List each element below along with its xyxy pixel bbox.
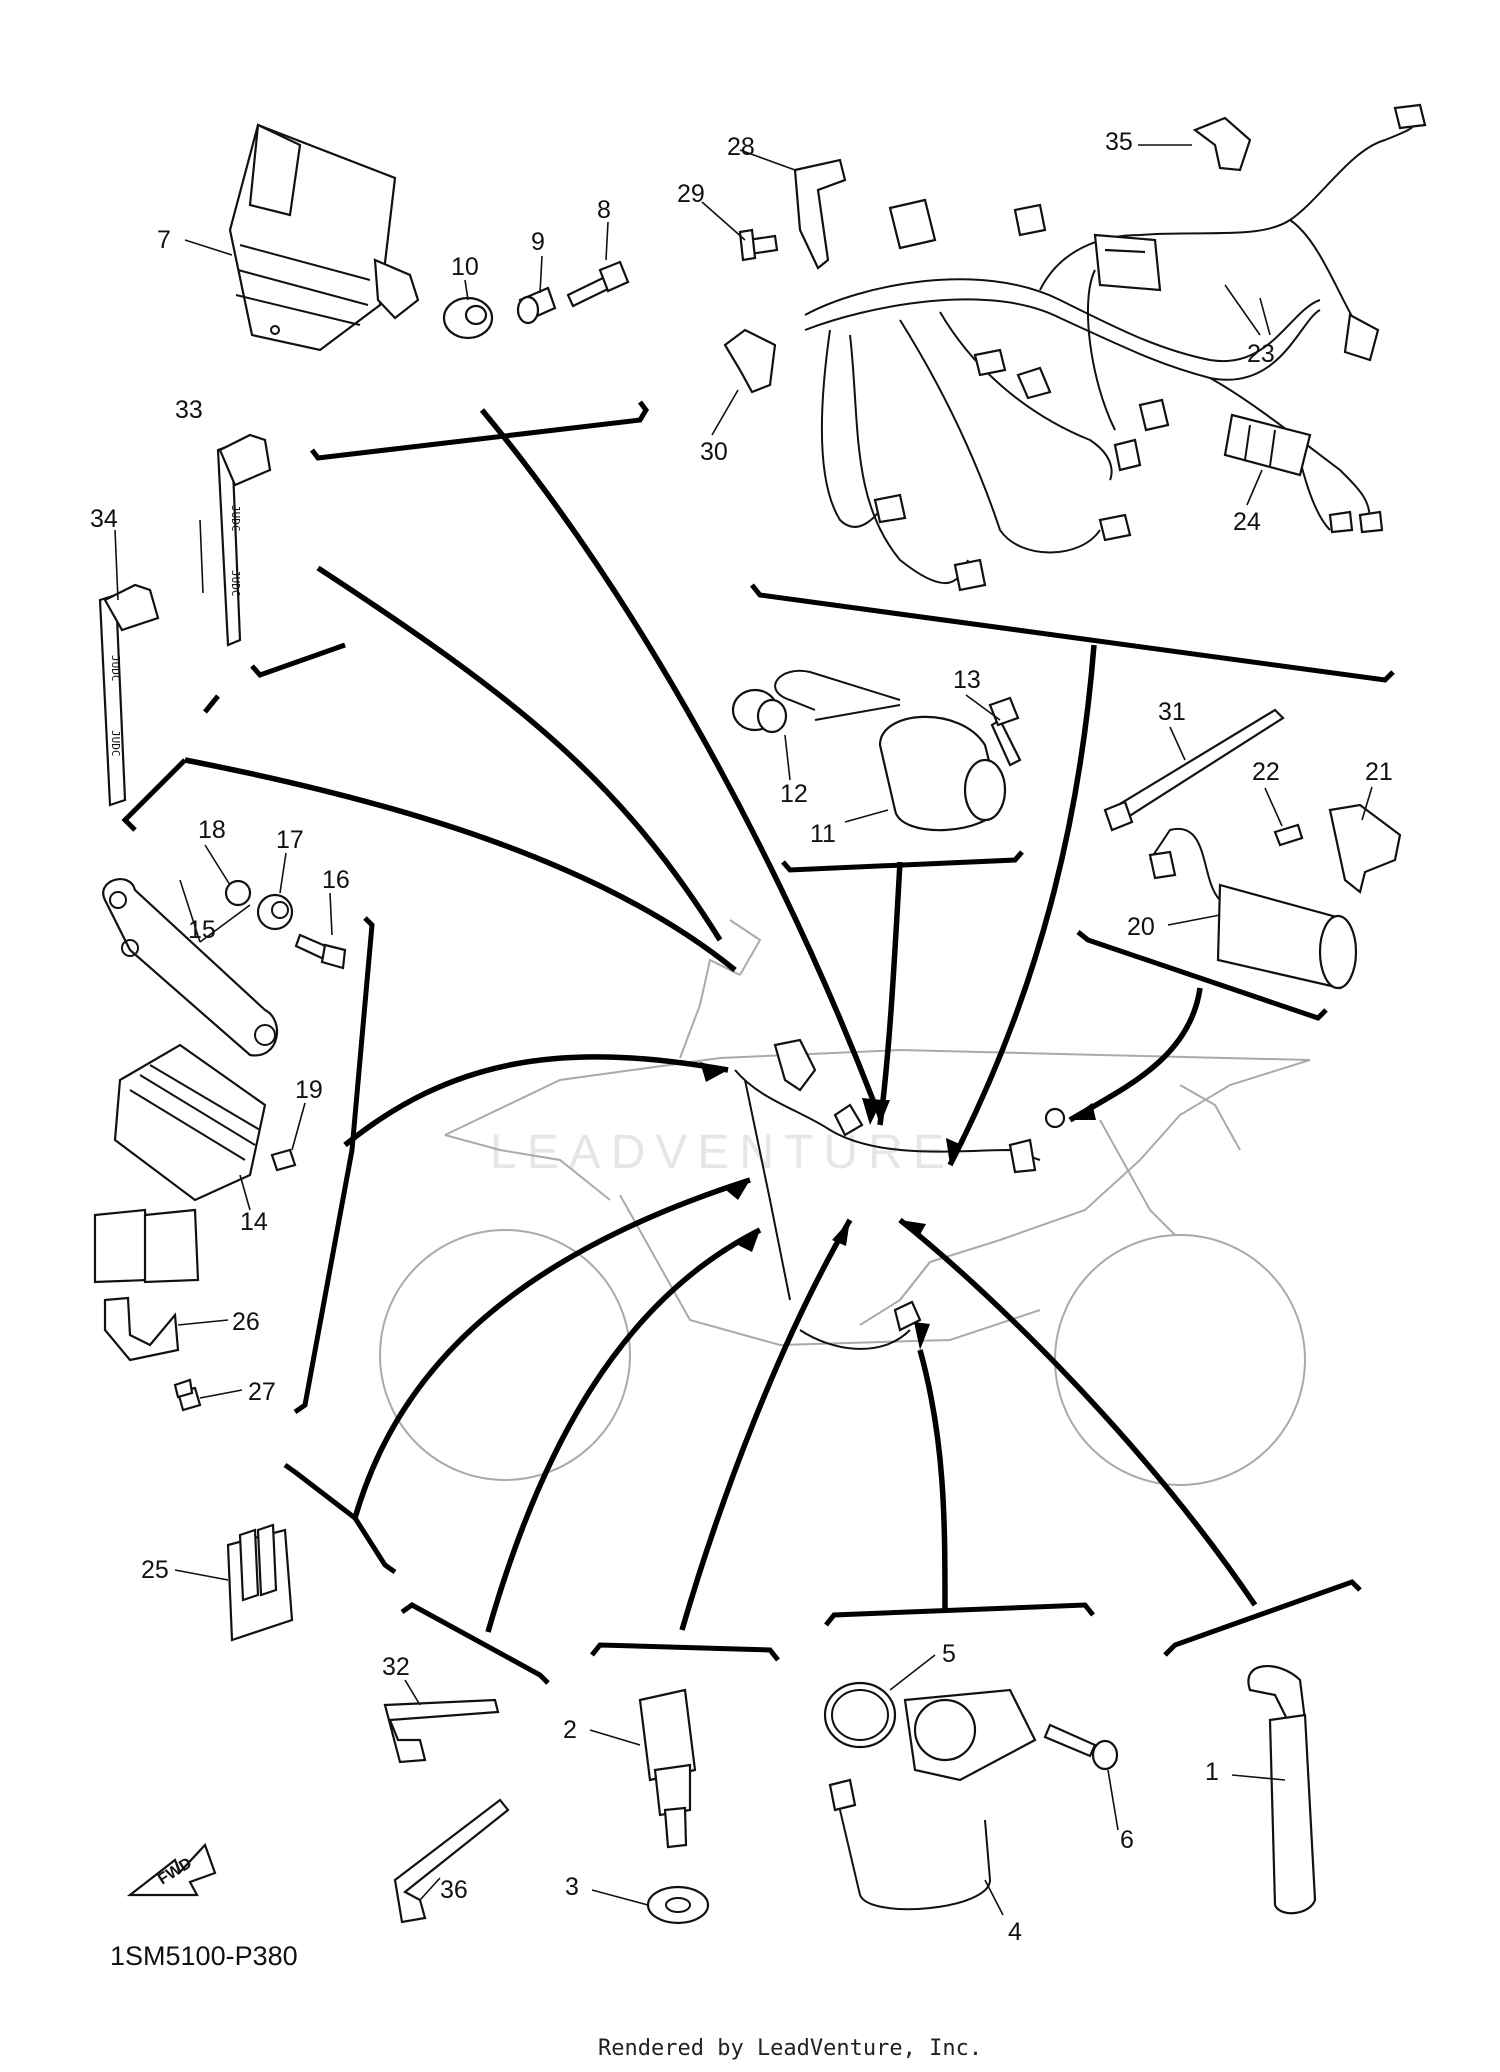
condenser-icon (1148, 827, 1358, 990)
part-number-label: 7 (157, 226, 171, 254)
part-number-label: 32 (382, 1653, 410, 1681)
part-number-label: 1 (1205, 1758, 1219, 1786)
part-number-label: 19 (295, 1076, 323, 1104)
part-number-label: 8 (597, 196, 611, 224)
harness-routing (734, 1038, 1066, 1350)
group-brackets (121, 400, 1395, 1685)
part-number-label: 3 (565, 1873, 579, 1901)
cable-tie-icon (1103, 708, 1285, 832)
part-number-label: 20 (1127, 913, 1155, 941)
washer-icon (646, 1885, 710, 1925)
cable-tie-icon (216, 433, 272, 647)
part-number-label: 17 (276, 826, 304, 854)
part-number-label: 10 (451, 253, 479, 281)
clamp-icon (1192, 116, 1252, 172)
part-number-label: 2 (563, 1716, 577, 1744)
clamp-icon (723, 328, 777, 394)
connector-icon (1223, 413, 1312, 477)
screw-icon (738, 228, 779, 262)
bolt-icon (270, 1148, 297, 1172)
part-number-label: 18 (198, 816, 226, 844)
part-number-label: 28 (727, 133, 755, 161)
temperature-sensor-icon (638, 1688, 697, 1849)
callout-leaders (184, 408, 1258, 1633)
part-number-label: 22 (1252, 758, 1280, 786)
motorcycle-outline (379, 919, 1311, 1486)
coupler-icon (226, 1523, 294, 1642)
part-number-label: 14 (240, 1208, 268, 1236)
part-number-label: 24 (1233, 508, 1261, 536)
part-number-label: 33 (175, 396, 203, 424)
o-ring-icon (823, 1681, 897, 1749)
cable-tie-icon (98, 583, 160, 807)
tie-marking: JUDC (109, 655, 122, 682)
part-number-label: 13 (953, 666, 981, 694)
wire-harness-icon (804, 103, 1427, 592)
part-number-label: 23 (1247, 340, 1275, 368)
plate-icon (103, 1296, 180, 1362)
label-leaders (114, 144, 1373, 1916)
watermark: LEADVENTURE (490, 1126, 955, 1179)
screw-icon (1273, 823, 1304, 847)
bolt-icon (566, 260, 630, 308)
part-number-label: 12 (780, 780, 808, 808)
grommet-icon (442, 296, 494, 340)
bolt-icon (1043, 1723, 1119, 1771)
collar-icon (516, 286, 557, 325)
part-number-label: 34 (90, 505, 118, 533)
part-number-label: 25 (141, 1556, 169, 1584)
ignition-coil-icon (774, 669, 1007, 832)
bracket-icon (793, 158, 847, 270)
part-number-label: 29 (677, 180, 705, 208)
grommet-icon (256, 893, 294, 931)
tie-marking: JUDC (109, 730, 122, 757)
diagram-code: 1SM5100-P380 (110, 1941, 298, 1971)
bolt-icon (294, 933, 347, 970)
tie-marking: JUDC (229, 570, 242, 597)
part-number-label: 5 (942, 1640, 956, 1668)
part-number-label: 6 (1120, 1826, 1134, 1854)
part-number-label: 35 (1105, 128, 1133, 156)
part-number-label: 27 (248, 1378, 276, 1406)
part-number-label: 31 (1158, 698, 1186, 726)
tie-markings: JUDC JUDC JUDC JUDC (109, 505, 242, 757)
footer-credit: Rendered by LeadVenture, Inc. (598, 2036, 982, 2061)
tie-marking: JUDC (229, 505, 242, 532)
part-number-label: 4 (1008, 1918, 1022, 1946)
part-number-label: 11 (810, 820, 836, 848)
band-icon (383, 1698, 500, 1764)
part-number-label: 30 (700, 438, 728, 466)
screw-icon (173, 1378, 202, 1412)
bracket-icon (102, 878, 279, 1057)
part-number-label: 36 (440, 1876, 468, 1904)
neutral-switch-icon (828, 1688, 1037, 1911)
fwd-arrow-icon: FWD (126, 1842, 217, 1897)
part-number-label: 26 (232, 1308, 260, 1336)
bolt-icon (988, 696, 1022, 767)
rectifier-regulator-icon (93, 1043, 267, 1284)
part-labels: 1 2 3 4 5 6 7 8 9 10 11 12 13 14 15 16 1… (90, 128, 1393, 1946)
bracket-icon (1328, 803, 1402, 894)
band-icon (393, 1798, 510, 1924)
part-number-label: 16 (322, 866, 350, 894)
ecu-icon (228, 123, 420, 352)
spark-plug-cap-icon (1247, 1665, 1317, 1915)
collar-icon (224, 879, 252, 907)
part-number-label: 21 (1365, 758, 1393, 786)
grommet-icon (731, 688, 788, 734)
part-number-label: 9 (531, 228, 545, 256)
